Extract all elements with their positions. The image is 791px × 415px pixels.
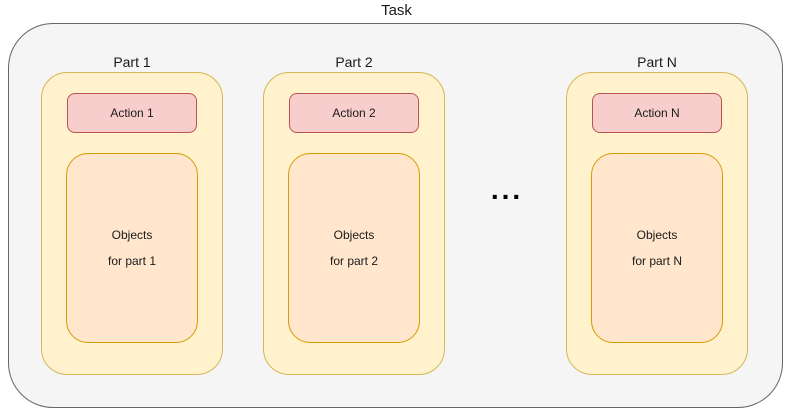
part-label: Part N [637,54,677,70]
part-group-2: Part 2 Action 2 Objects for part 2 [263,54,445,375]
action-box: Action 1 [67,93,197,133]
objects-text-line: for part 1 [107,254,157,268]
part-box: Action 2 Objects for part 2 [263,72,445,375]
part-group-n: Part N Action N Objects for part N [566,54,748,375]
action-box: Action 2 [289,93,419,133]
objects-text-line: for part 2 [329,254,379,268]
objects-text-line: for part N [631,254,682,268]
objects-text-line: Objects [636,228,678,242]
part-label: Part 1 [113,54,151,70]
objects-box: Objects for part N [591,153,723,343]
action-box: Action N [592,93,722,133]
part-box: Action 1 Objects for part 1 [41,72,223,375]
objects-box: Objects for part 1 [66,153,198,343]
part-group-1: Part 1 Action 1 Objects for part 1 [41,54,223,375]
part-label: Part 2 [335,54,373,70]
ellipsis: ... [490,174,524,205]
task-container: Part 1 Action 1 Objects for part 1 Part … [8,23,783,408]
objects-text-line: Objects [111,228,153,242]
part-box: Action N Objects for part N [566,72,748,375]
objects-text-line: Objects [333,228,375,242]
objects-box: Objects for part 2 [288,153,420,343]
task-title: Task [381,2,412,19]
